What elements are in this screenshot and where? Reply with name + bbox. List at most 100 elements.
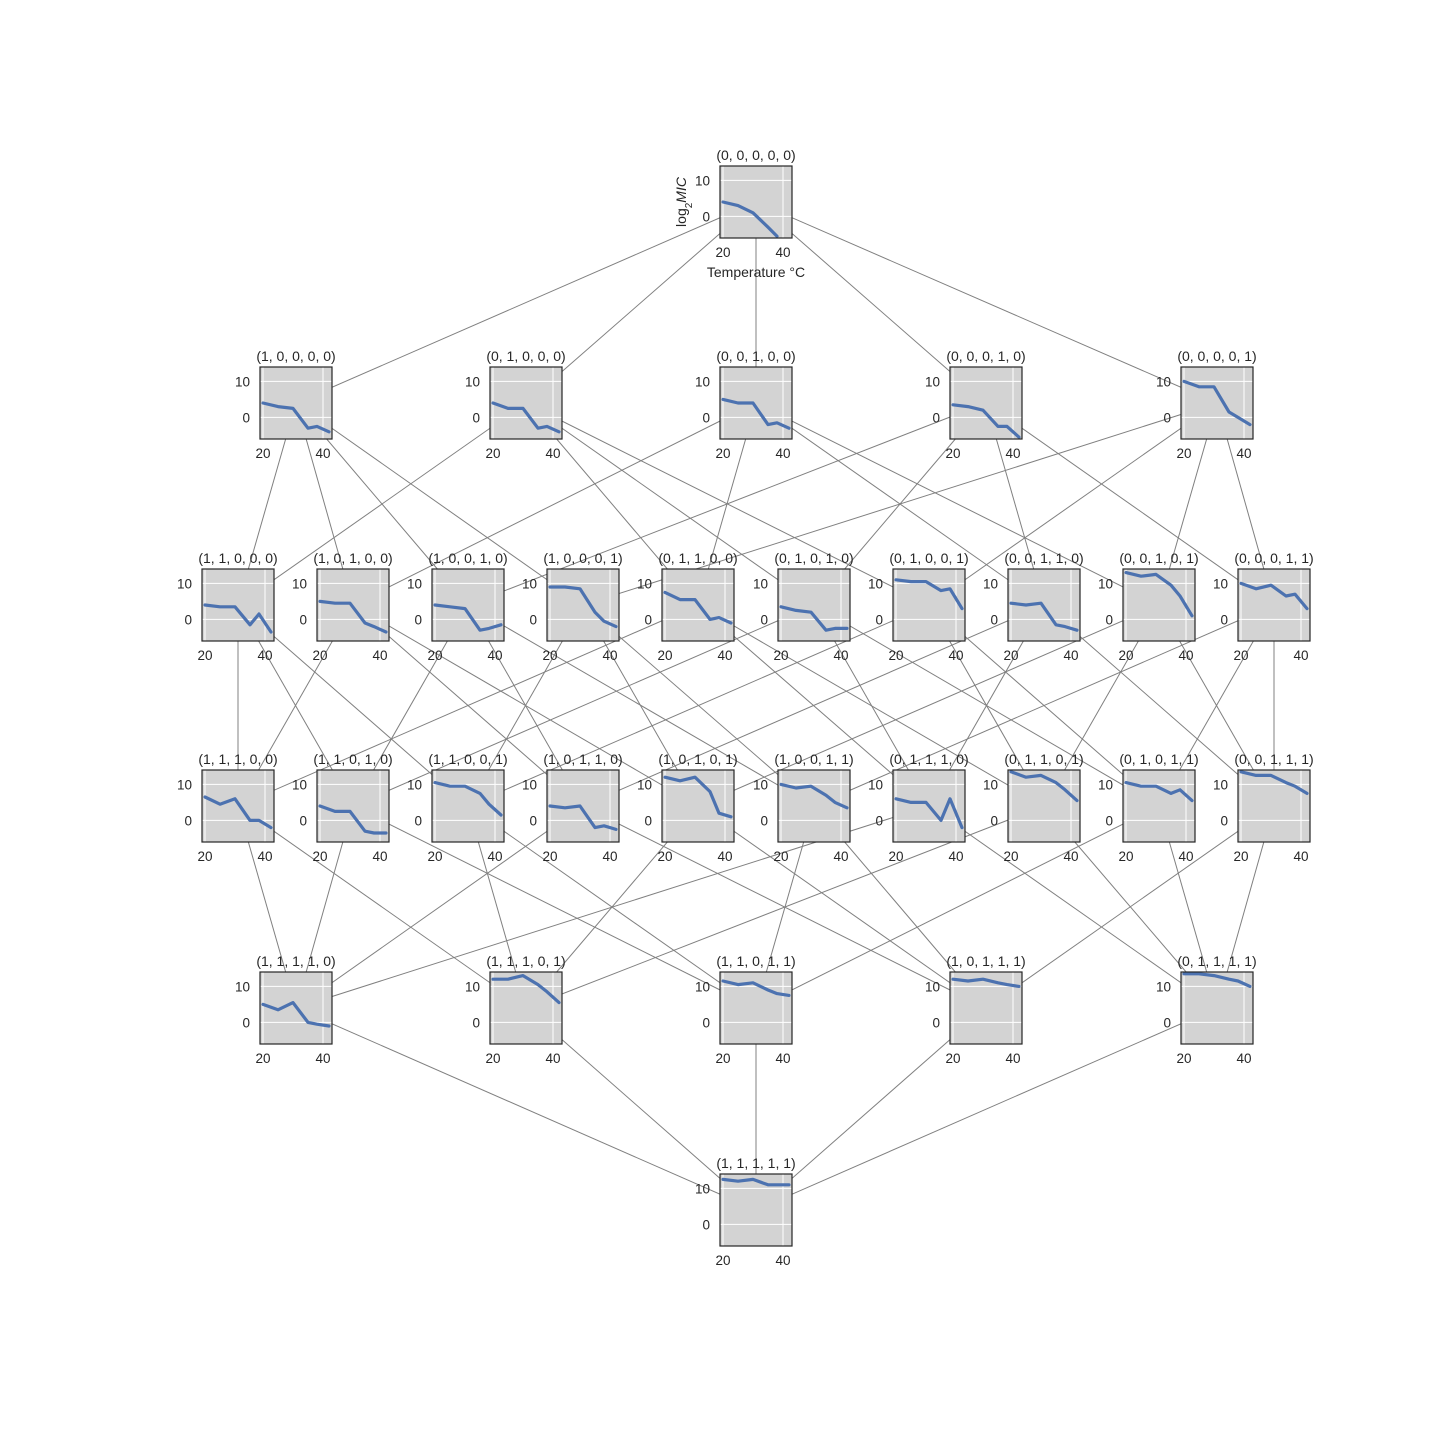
y-tick-label: 0 — [1163, 410, 1171, 425]
series-line — [1239, 581, 1309, 611]
y-tick-label: 0 — [1163, 1015, 1171, 1030]
edge-00001-01001 — [928, 402, 1218, 606]
x-tick-label: 20 — [1176, 1051, 1191, 1066]
x-tick-label: 40 — [1236, 446, 1251, 461]
x-tick-label: 20 — [255, 1051, 270, 1066]
panel-border — [489, 366, 563, 440]
x-tick-label: 40 — [775, 1253, 790, 1268]
x-tick-label: 20 — [945, 1051, 960, 1066]
series-line — [721, 1177, 791, 1187]
x-tick-label: 20 — [888, 648, 903, 663]
panel-border — [719, 1173, 793, 1247]
panel-title: (1, 0, 0, 0, 0) — [256, 348, 335, 364]
x-tick-label: 40 — [602, 648, 617, 663]
y-tick-label: 0 — [299, 813, 307, 828]
y-tick-label: 0 — [644, 813, 652, 828]
panel-border — [777, 568, 851, 642]
y-tick-label: 10 — [292, 576, 307, 591]
y-tick-label: 0 — [1105, 612, 1113, 627]
panel-border — [259, 366, 333, 440]
y-tick-label: 10 — [868, 576, 883, 591]
edge-01010-11010 — [352, 604, 815, 807]
edge-00010-00011 — [985, 402, 1275, 606]
x-tick-label: 20 — [1233, 648, 1248, 663]
panel-border — [316, 769, 390, 843]
panel-background — [1238, 569, 1310, 641]
y-tick-label: 10 — [1098, 576, 1113, 591]
panel-border — [431, 568, 505, 642]
edge-00101-10101 — [697, 604, 1160, 807]
y-tick-label: 0 — [1105, 813, 1113, 828]
y-tick-label: 10 — [637, 576, 652, 591]
series-line — [491, 973, 561, 1005]
x-tick-label: 40 — [833, 849, 848, 864]
panel-background — [1181, 367, 1253, 439]
panel-background — [778, 569, 850, 641]
y-tick-label: 0 — [472, 1015, 480, 1030]
panel-title: (0, 1, 1, 1, 0) — [889, 751, 968, 767]
edge-01000-01010 — [525, 402, 815, 606]
edge-00110-10110 — [582, 604, 1045, 807]
edge-00000-00010 — [755, 201, 987, 404]
y-tick-label: 10 — [753, 576, 768, 591]
y-tick-label: 0 — [990, 612, 998, 627]
x-tick-label: 20 — [1176, 446, 1191, 461]
y-tick-label: 10 — [695, 979, 710, 994]
y-axis-label: log2MIC — [673, 176, 695, 227]
panel-border — [546, 568, 620, 642]
series-line — [203, 603, 273, 634]
x-tick-label: 20 — [657, 648, 672, 663]
y-tick-label: 10 — [1098, 777, 1113, 792]
y-tick-label: 0 — [760, 813, 768, 828]
panel-title: (0, 1, 1, 0, 0) — [658, 550, 737, 566]
edge-00111-10111 — [985, 805, 1275, 1009]
panel-border — [719, 971, 793, 1045]
panel-title: (0, 0, 1, 1, 1) — [1234, 751, 1313, 767]
x-tick-label: 40 — [717, 849, 732, 864]
panel-title: (0, 1, 0, 1, 1) — [1119, 751, 1198, 767]
y-tick-label: 0 — [1220, 813, 1228, 828]
panel-title: (0, 0, 1, 0, 0) — [716, 348, 795, 364]
edge-11010-11011 — [352, 805, 757, 1009]
x-axis-label: Temperature °C — [707, 264, 805, 280]
y-tick-label: 10 — [235, 374, 250, 389]
x-tick-label: 40 — [717, 648, 732, 663]
x-tick-label: 40 — [315, 446, 330, 461]
x-tick-label: 40 — [1236, 1051, 1251, 1066]
panel-border — [1122, 568, 1196, 642]
panel-title: (0, 1, 0, 0, 1) — [889, 550, 968, 566]
y-tick-label: 10 — [177, 576, 192, 591]
x-tick-label: 40 — [545, 1051, 560, 1066]
y-tick-label: 10 — [983, 576, 998, 591]
x-tick-label: 20 — [197, 849, 212, 864]
panel-border — [1122, 769, 1196, 843]
panel-title: (0, 0, 0, 1, 0) — [946, 348, 1025, 364]
edge-10111-11111 — [755, 1007, 987, 1211]
x-tick-label: 40 — [1293, 648, 1308, 663]
x-tick-label: 40 — [602, 849, 617, 864]
series-line — [548, 804, 618, 832]
y-tick-label: 0 — [184, 612, 192, 627]
y-tick-label: 0 — [760, 612, 768, 627]
y-tick-label: 10 — [1156, 374, 1171, 389]
x-tick-label: 20 — [657, 849, 672, 864]
y-tick-label: 0 — [1220, 612, 1228, 627]
panel-border — [431, 769, 505, 843]
panel-title: (0, 0, 1, 0, 1) — [1119, 550, 1198, 566]
y-axis-label-subscript: 2 — [684, 202, 695, 208]
panel-title: (1, 1, 0, 0, 0) — [198, 550, 277, 566]
x-tick-label: 40 — [1063, 849, 1078, 864]
panel-background — [778, 770, 850, 842]
x-tick-label: 20 — [542, 648, 557, 663]
y-axis-label-suffix: MIC — [673, 176, 689, 203]
